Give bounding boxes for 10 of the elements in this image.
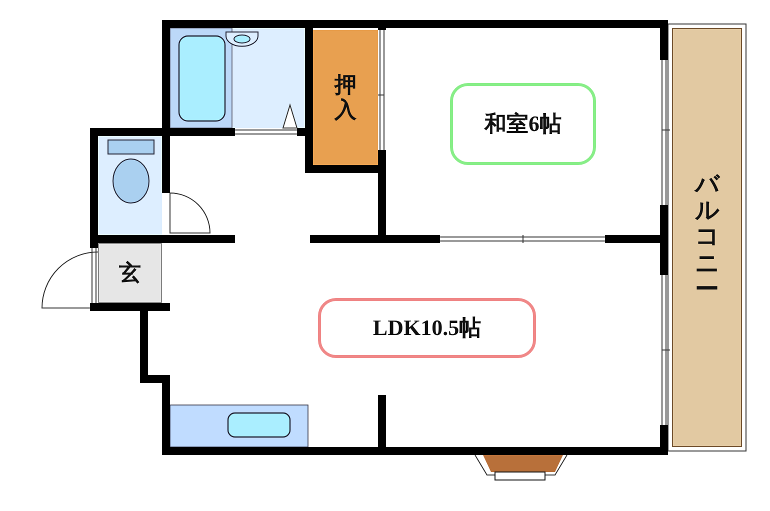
room-name: バルコニー xyxy=(695,172,719,304)
room-label-box xyxy=(318,298,536,358)
room-name: 押入 xyxy=(334,73,356,122)
room-label-box xyxy=(450,83,596,165)
room-name: 和室6帖 xyxy=(484,110,562,138)
balcony-area xyxy=(672,28,742,447)
room-name: LDK10.5帖 xyxy=(372,314,482,342)
entrance-area xyxy=(98,243,162,303)
room-name: 玄 xyxy=(119,259,141,287)
closet-area xyxy=(313,30,378,165)
